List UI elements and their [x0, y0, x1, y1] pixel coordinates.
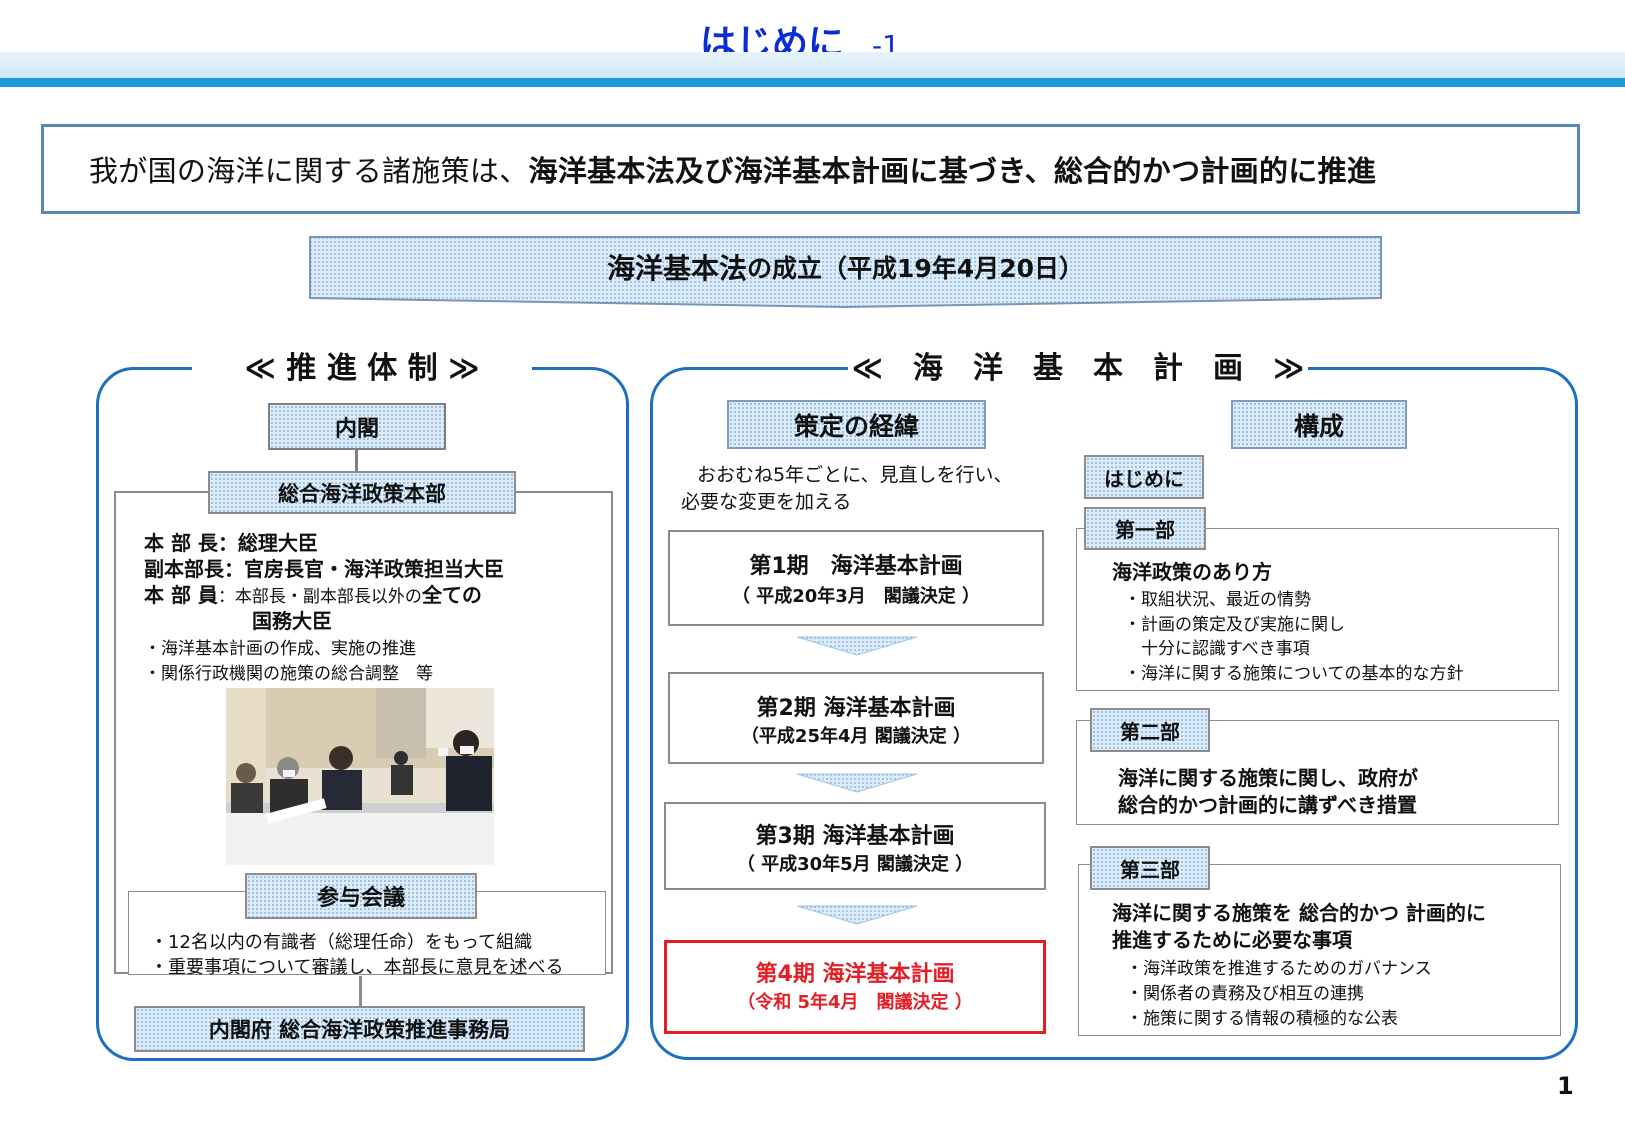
member-value-emphasis: 全ての	[421, 583, 482, 607]
ocean-plan-heading: ≪ 海 洋 基 本 計 画 ≫	[848, 345, 1308, 386]
history-note-line: 必要な変更を加える	[681, 491, 852, 513]
period-4-box	[664, 940, 1046, 1034]
period-1-title: 第1期 海洋基本計画	[749, 554, 963, 579]
part-2-label: 第二部	[1090, 708, 1210, 752]
member-value: ：総理大臣	[217, 531, 318, 555]
summary-box: 我が国の海洋に関する諸施策は、海洋基本法及び海洋基本計画に基づき、総合的かつ計画…	[41, 124, 1580, 214]
period-4-title: 第4期 海洋基本計画	[755, 962, 955, 987]
arrow-down-icon	[797, 773, 917, 793]
part-1-item: ・計画の策定及び実施に関し	[1124, 615, 1345, 635]
intro-label: はじめに	[1084, 455, 1204, 499]
part-3-line: 推進するために必要な事項	[1112, 928, 1352, 952]
law-date: の成立（平成19年4月20日）	[747, 254, 1084, 283]
part-2-line: 総合的かつ計画的に講ずべき措置	[1118, 793, 1417, 817]
period-4-date: （令和 5年4月 閣議決定 ）	[737, 992, 973, 1013]
council-label: 参与会議	[245, 873, 477, 919]
member-row-cont: 国務大臣	[252, 609, 332, 633]
duty-item: ・関係行政機関の施策の総合調整 等	[144, 664, 433, 684]
law-name: 海洋基本法	[607, 252, 748, 285]
promotion-system-heading: ≪ 推 進 体 制 ≫	[192, 345, 532, 386]
cabinet-meeting-photo	[226, 688, 494, 865]
summary-text: 我が国の海洋に関する諸施策は、	[89, 154, 529, 188]
cabinet-label: 内閣	[268, 403, 446, 450]
duty-item: ・海洋基本計画の作成、実施の推進	[144, 639, 416, 659]
part-1-item: 十分に認識すべき事項	[1124, 639, 1310, 659]
period-2-title: 第2期 海洋基本計画	[756, 696, 956, 721]
photo-illustration	[226, 688, 494, 865]
member-label: 副本部長	[144, 557, 224, 581]
part-3-label: 第三部	[1090, 846, 1210, 890]
part-3-item: ・施策に関する情報の積極的な公表	[1126, 1009, 1398, 1029]
history-note-line: おおむね5年ごとに、見直しを行い、	[697, 464, 1013, 486]
arrow-down-icon	[797, 636, 917, 656]
part-1-item: ・取組状況、最近の情勢	[1124, 590, 1311, 610]
part-1-label: 第一部	[1084, 507, 1206, 550]
period-3-title: 第3期 海洋基本計画	[755, 824, 955, 849]
part-1-title: 海洋政策のあり方	[1112, 560, 1272, 584]
part-3-line: 海洋に関する施策を 総合的かつ 計画的に	[1112, 901, 1486, 925]
member-row-members: 本 部 員：本部長・副本部長以外の全ての	[144, 579, 482, 608]
period-1-box	[668, 530, 1044, 626]
part-3-item: ・海洋政策を推進するためのガバナンス	[1126, 959, 1432, 979]
secretariat-label: 内閣府 総合海洋政策推進事務局	[134, 1006, 585, 1052]
member-row-deputy: 副本部長：官房長官・海洋政策担当大臣	[144, 553, 504, 582]
member-label: 本 部 員	[144, 583, 218, 607]
council-item: ・重要事項について審議し、本部長に意見を述べる	[150, 957, 564, 978]
headquarters-label: 総合海洋政策本部	[208, 471, 516, 514]
summary-emphasis: 海洋基本法及び海洋基本計画に基づき、総合的かつ計画的に推進	[528, 154, 1377, 188]
header-rule	[0, 78, 1625, 87]
period-2-date: （平成25年4月 閣議決定 ）	[740, 726, 972, 747]
law-banner: 海洋基本法の成立（平成19年4月20日）	[309, 236, 1382, 308]
period-2-box	[668, 672, 1044, 764]
period-1-date: （ 平成20年3月 閣議決定 ）	[731, 586, 981, 607]
period-3-date: （ 平成30年5月 閣議決定 ）	[736, 854, 974, 875]
member-row-chief: 本 部 長：総理大臣	[144, 527, 318, 556]
part-3-item: ・関係者の責務及び相互の連携	[1126, 984, 1364, 1004]
part-1-box	[1076, 528, 1559, 691]
header-band	[0, 52, 1625, 78]
part-3-box	[1078, 864, 1561, 1036]
arrow-down-icon	[797, 905, 917, 925]
connector-cabinet-hq	[355, 450, 358, 472]
page-number: 1	[1557, 1072, 1574, 1100]
structure-label: 構成	[1231, 400, 1407, 449]
member-value: ：本部長・副本部長以外の	[217, 587, 422, 607]
member-label: 本 部 長	[144, 531, 218, 555]
law-banner-shape	[309, 236, 1382, 308]
council-item: ・12名以内の有識者（総理任命）をもって組織	[150, 932, 533, 953]
part-1-item: ・海洋に関する施策についての基本的な方針	[1124, 664, 1464, 684]
connector-hq-secretariat	[359, 976, 362, 1006]
member-value: ：官房長官・海洋政策担当大臣	[224, 557, 504, 581]
part-2-line: 海洋に関する施策に関し、政府が	[1118, 766, 1418, 790]
period-3-box	[664, 802, 1046, 890]
history-label: 策定の経緯	[727, 400, 986, 449]
